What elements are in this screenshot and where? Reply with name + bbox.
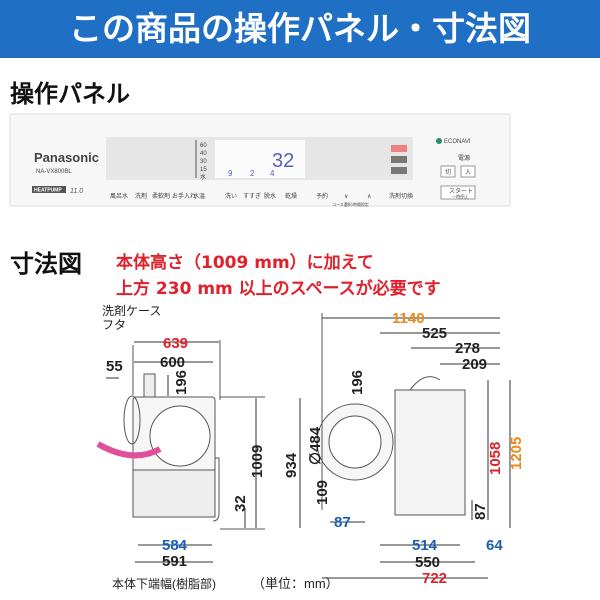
- button-bath-water[interactable]: 風呂水: [110, 192, 128, 200]
- dim-1009: 1009: [249, 445, 266, 478]
- front-view-labels: 934 196 ∅484 109 87 1140 525 278 209 105…: [283, 310, 525, 587]
- dim-722: 722: [422, 570, 447, 587]
- heatpump-label: HEATPUMP: [34, 188, 62, 194]
- dim-32: 32: [232, 495, 249, 512]
- dim-934: 934: [283, 452, 300, 478]
- temp-label: 15: [200, 167, 207, 173]
- button-wash[interactable]: 洗い: [225, 192, 237, 200]
- display-small: 9: [228, 169, 233, 178]
- button-detergent-switch[interactable]: 洗剤切換: [389, 192, 413, 200]
- button-detergent[interactable]: 洗剤: [135, 192, 147, 200]
- dim-525: 525: [422, 325, 447, 342]
- dim-1140: 1140: [392, 310, 425, 327]
- dim-209: 209: [462, 356, 487, 373]
- side-view: [96, 340, 265, 563]
- econavi-icon: [436, 138, 442, 144]
- display-small: 4: [270, 169, 275, 178]
- door-swing-arrow: [96, 441, 162, 459]
- off-label: 切: [445, 169, 451, 176]
- dim-55: 55: [106, 358, 123, 375]
- temp-label: 30: [200, 159, 207, 165]
- dim-87-front: 87: [334, 514, 351, 531]
- button-spin[interactable]: 脱水: [264, 192, 276, 200]
- temp-label: 40: [200, 151, 207, 157]
- height-note-line1: 本体高さ（1009 mm）に加えて: [116, 253, 374, 273]
- lcd-display: [215, 140, 305, 178]
- course-label: コース選択/時間設定: [332, 201, 369, 207]
- dim-591: 591: [162, 553, 187, 570]
- dim-64: 64: [486, 537, 503, 554]
- dim-196-front: 196: [349, 370, 366, 395]
- dim-1205: 1205: [508, 437, 525, 470]
- page-title: この商品の操作パネル・寸法図: [0, 0, 600, 58]
- dim-550: 550: [415, 554, 440, 571]
- on-label: 入: [465, 169, 471, 176]
- dim-109: 109: [314, 480, 331, 505]
- power-off-button[interactable]: [440, 165, 456, 178]
- power-on-button[interactable]: [460, 165, 476, 178]
- temp-label: 水: [200, 173, 206, 181]
- dimension-section-title: 寸法図: [10, 250, 82, 278]
- dim-514: 514: [412, 537, 438, 554]
- display-value: 32: [272, 150, 294, 172]
- detergent-lid-label: フタ: [102, 318, 126, 332]
- button-water-temp[interactable]: 水温: [193, 192, 205, 200]
- front-view: [299, 313, 511, 579]
- height-note-line2: 上方 230 mm 以上のスペースが必要です: [116, 279, 441, 299]
- dim-196: 196: [173, 370, 190, 395]
- detergent-lid-label: 洗剤ケース: [102, 303, 161, 318]
- brand-logo: Panasonic: [34, 150, 99, 165]
- button-up[interactable]: ∧: [367, 194, 371, 200]
- button-care[interactable]: お手入れ: [172, 192, 196, 200]
- display-small: 2: [250, 169, 255, 178]
- button-dry[interactable]: 乾燥: [285, 192, 297, 200]
- button-rinse[interactable]: すすぎ: [243, 192, 261, 200]
- dim-584: 584: [162, 537, 188, 554]
- heatpump-badge: [32, 186, 66, 193]
- power-label: 電源: [458, 154, 470, 162]
- dim-600: 600: [160, 354, 185, 371]
- start-sub-label: 一時停止: [452, 193, 468, 199]
- dim-278: 278: [455, 340, 480, 357]
- temp-scale: 60 40 30 15 水: [195, 140, 207, 181]
- button-timer[interactable]: 予約: [316, 192, 328, 200]
- model-number: NA-VX800BL: [36, 169, 72, 175]
- control-panel: Panasonic NA-VX800BL HEATPUMP 11.0 32 9 …: [9, 113, 511, 207]
- panel-section-title: 操作パネル: [10, 80, 130, 108]
- dim-door-diameter: ∅484: [307, 426, 324, 465]
- unit-label: （単位：mm）: [252, 576, 339, 591]
- start-label: スタート: [449, 187, 473, 195]
- econavi-label: ECONAVI: [444, 139, 471, 145]
- panel-buttons: 風呂水 洗剤 柔軟剤 お手入れ 水温 洗い すすぎ 脱水 乾燥 予約 ∨ ∧ 洗…: [110, 192, 413, 207]
- button-down[interactable]: ∨: [344, 194, 348, 200]
- start-button[interactable]: [440, 185, 476, 200]
- capacity: 11.0: [70, 188, 83, 195]
- base-width-label: 本体下端幅(樹脂部): [112, 576, 216, 591]
- dim-1058: 1058: [487, 442, 504, 475]
- dim-87: 87: [472, 503, 489, 520]
- button-softener[interactable]: 柔軟剤: [152, 192, 170, 200]
- side-view-labels: 洗剤ケース フタ 639 600 55 196 1009 32 584 591 …: [102, 303, 339, 591]
- temp-label: 60: [200, 143, 207, 149]
- dim-639: 639: [163, 335, 188, 352]
